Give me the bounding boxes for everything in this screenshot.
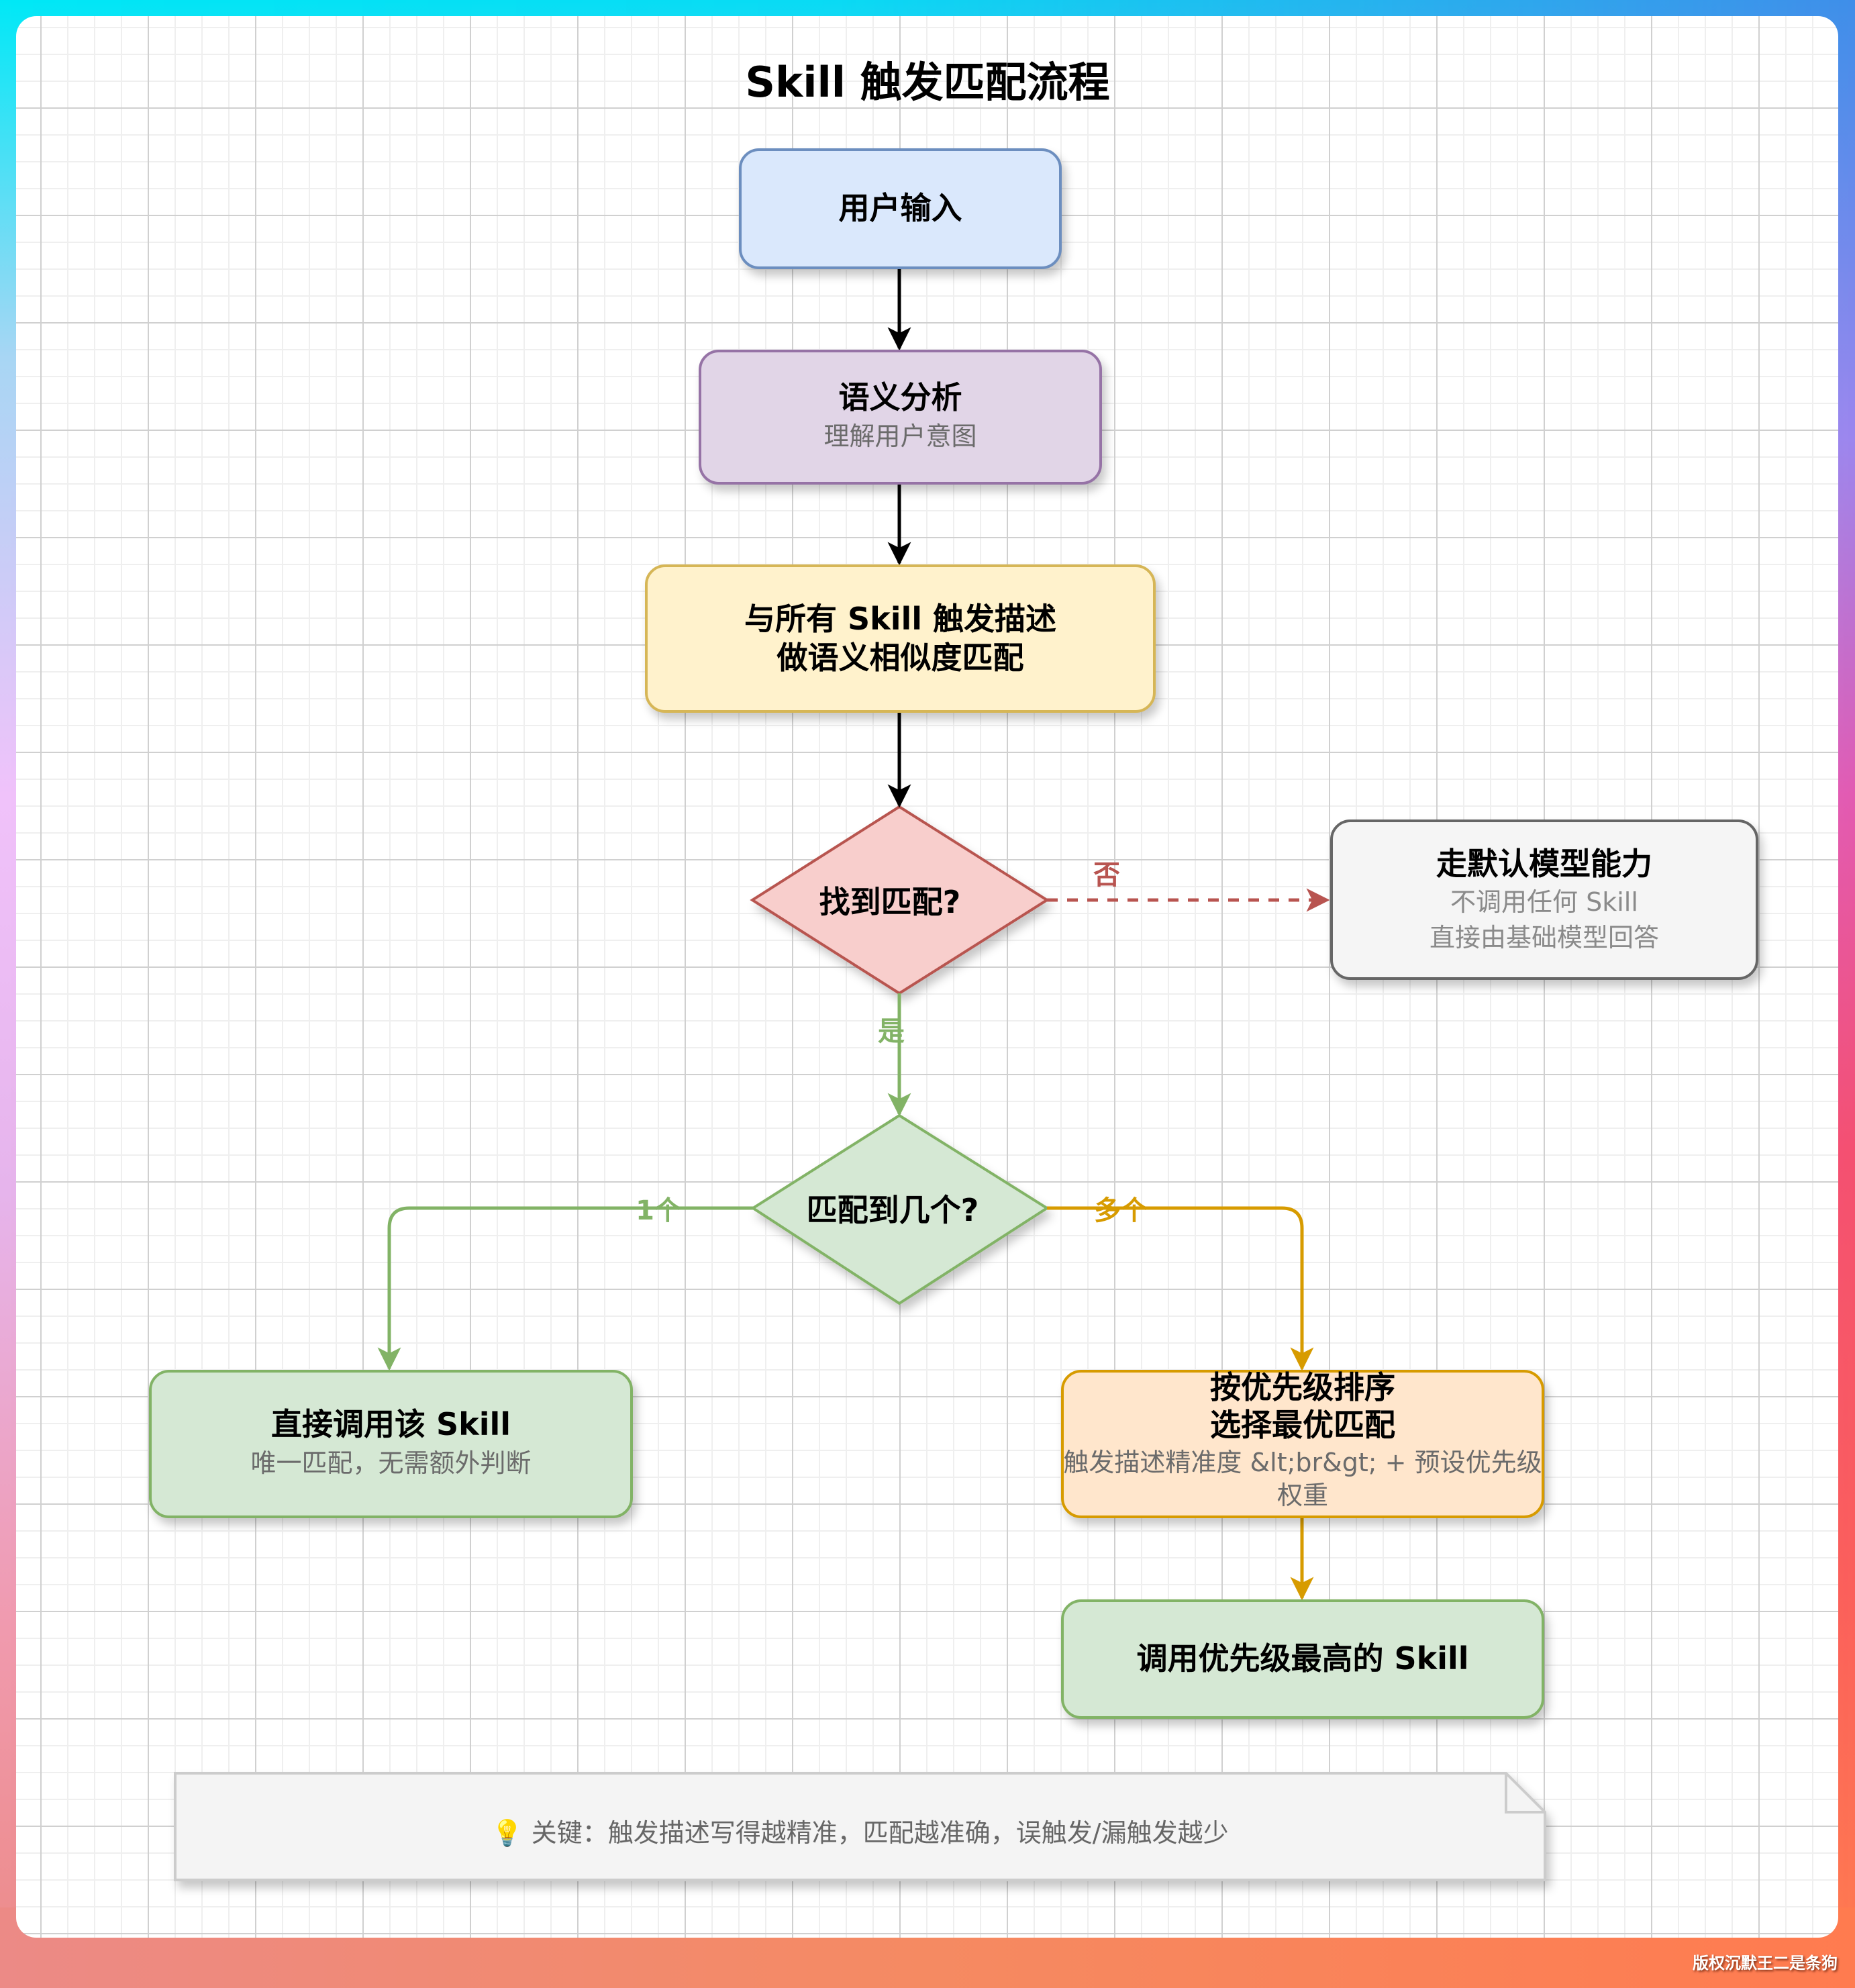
node-semantic-analysis[interactable]: 语义分析 理解用户意图 [699,350,1102,485]
note-text: 💡 关键：触发描述写得越精准，匹配越准确，误触发/漏触发越少 [491,1818,1229,1848]
node-direct-invoke[interactable]: 直接调用该 Skill 唯一匹配，无需额外判断 [149,1370,633,1518]
node-direct-invoke-subtitle: 唯一匹配，无需额外判断 [250,1448,532,1478]
node-invoke-highest[interactable]: 调用优先级最高的 Skill [1061,1599,1544,1719]
decision-found-match-label: 找到匹配? [819,884,961,920]
decision-match-count-label: 匹配到几个? [806,1192,979,1228]
node-similarity-match-line1: 与所有 Skill 触发描述 [744,601,1057,637]
node-user-input[interactable]: 用户输入 [739,148,1062,269]
node-default-model[interactable]: 走默认模型能力 不调用任何 Skill 直接由基础模型回答 [1330,819,1758,980]
node-priority-sort[interactable]: 按优先级排序 选择最优匹配 触发描述精准度 &lt;br&gt; + 预设优先级… [1061,1369,1544,1518]
edge-label-yes: 是 [878,1016,905,1047]
node-similarity-match[interactable]: 与所有 Skill 触发描述 做语义相似度匹配 [645,564,1156,713]
node-priority-sort-sub2: 权重 [1276,1481,1328,1511]
node-semantic-analysis-subtitle: 理解用户意图 [823,421,977,451]
node-priority-sort-line2: 选择最优匹配 [1210,1407,1395,1444]
edge-label-one: 1个 [636,1195,681,1226]
node-default-model-sub2: 直接由基础模型回答 [1429,923,1659,953]
node-priority-sort-sub1: 触发描述精准度 &lt;br&gt; + 预设优先级 [1063,1448,1542,1478]
note-shape [174,1772,1546,1881]
node-default-model-sub1: 不调用任何 Skill [1450,887,1638,917]
node-default-model-title: 走默认模型能力 [1436,845,1652,882]
decision-match-count-shape[interactable] [750,1113,1050,1305]
watermark: 版权沉默王二是条狗 [1693,1954,1838,1973]
node-semantic-analysis-title: 语义分析 [838,379,962,416]
edge-one-to-direct [377,1206,753,1371]
edge-label-many: 多个 [1094,1195,1148,1226]
node-priority-sort-line1: 按优先级排序 [1210,1369,1395,1405]
node-direct-invoke-title: 直接调用该 Skill [270,1406,511,1443]
diagram-title: Skill 触发匹配流程 [745,58,1110,107]
node-invoke-highest-title: 调用优先级最高的 Skill [1136,1640,1469,1677]
node-similarity-match-line2: 做语义相似度匹配 [776,639,1024,676]
edge-label-no: 否 [1093,860,1120,891]
note-fold [1505,1773,1545,1813]
edge-many-to-priority [1047,1206,1314,1371]
node-user-input-title: 用户输入 [838,190,962,227]
